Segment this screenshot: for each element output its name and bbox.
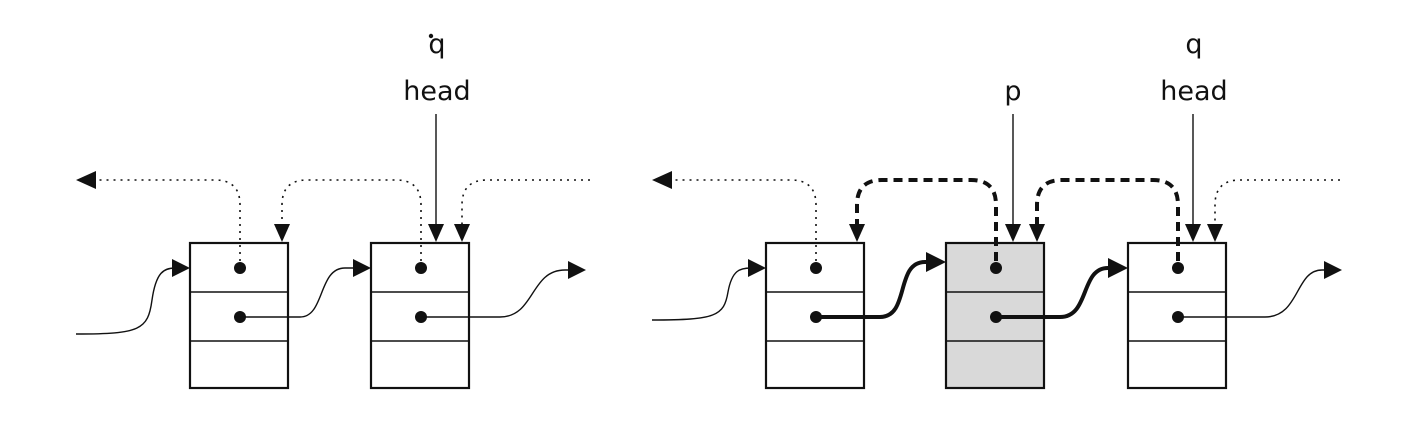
node-a-next-arrowhead xyxy=(353,259,371,277)
next-node-prev-pointer xyxy=(461,179,590,224)
right-figure: p q head xyxy=(651,29,1342,390)
next-node-prev-arrowhead xyxy=(454,224,470,242)
node-b-next-pointer xyxy=(421,269,570,318)
node-a-prev-dot xyxy=(234,262,246,274)
incoming-next-pointer xyxy=(75,267,176,335)
node-p-next-arrowhead xyxy=(1108,258,1128,278)
node-a-prev-dot xyxy=(810,262,822,274)
node-a-next-arrowhead xyxy=(926,252,946,272)
node-a-prev-pointer xyxy=(668,179,817,261)
incoming-next-arrowhead xyxy=(172,259,190,277)
node-b-prev-arrowhead xyxy=(274,224,290,242)
next-node-prev-arrowhead xyxy=(1207,224,1223,242)
node-b-prev-pointer-new xyxy=(1035,178,1180,261)
node-a-next-pointer xyxy=(240,267,357,318)
node-p-prev-pointer-new xyxy=(855,178,998,261)
node-b-next-arrowhead xyxy=(568,261,586,279)
node-a xyxy=(188,241,290,390)
pointer-label-p: p xyxy=(1004,76,1021,107)
incoming-next-arrowhead xyxy=(748,259,766,277)
node-p-prev-arrowhead xyxy=(849,224,865,242)
node-b-prev-dot xyxy=(415,262,427,274)
label-tick-mark xyxy=(428,33,434,39)
node-p-prev-dot xyxy=(990,262,1002,274)
node-a-prev-arrowhead xyxy=(76,171,96,189)
pointer-label-q: q xyxy=(1185,29,1202,60)
node-b-prev-pointer xyxy=(281,179,422,261)
head-pointer-arrowhead xyxy=(428,224,444,242)
p-pointer-arrowhead xyxy=(1005,224,1021,242)
node-b xyxy=(369,241,471,390)
node-p-next-pointer-new xyxy=(996,266,1112,319)
node-a-prev-arrowhead xyxy=(652,171,672,189)
head-pointer-arrowhead xyxy=(1185,224,1201,242)
node-a-prev-pointer xyxy=(90,179,241,261)
next-node-prev-pointer xyxy=(1214,179,1340,224)
pointer-label-head: head xyxy=(1160,76,1227,107)
node-b-next-arrowhead xyxy=(1324,261,1342,279)
node-b-next-pointer xyxy=(1178,269,1326,318)
node-b-prev-arrowhead xyxy=(1029,224,1045,242)
node-b xyxy=(1126,241,1228,390)
node-b-prev-dot xyxy=(1172,262,1184,274)
pointer-label-q: q xyxy=(428,29,445,60)
left-figure: q head xyxy=(75,29,590,390)
node-a-next-pointer-new xyxy=(816,260,930,319)
incoming-next-pointer xyxy=(651,267,752,321)
pointer-label-head: head xyxy=(403,76,470,107)
